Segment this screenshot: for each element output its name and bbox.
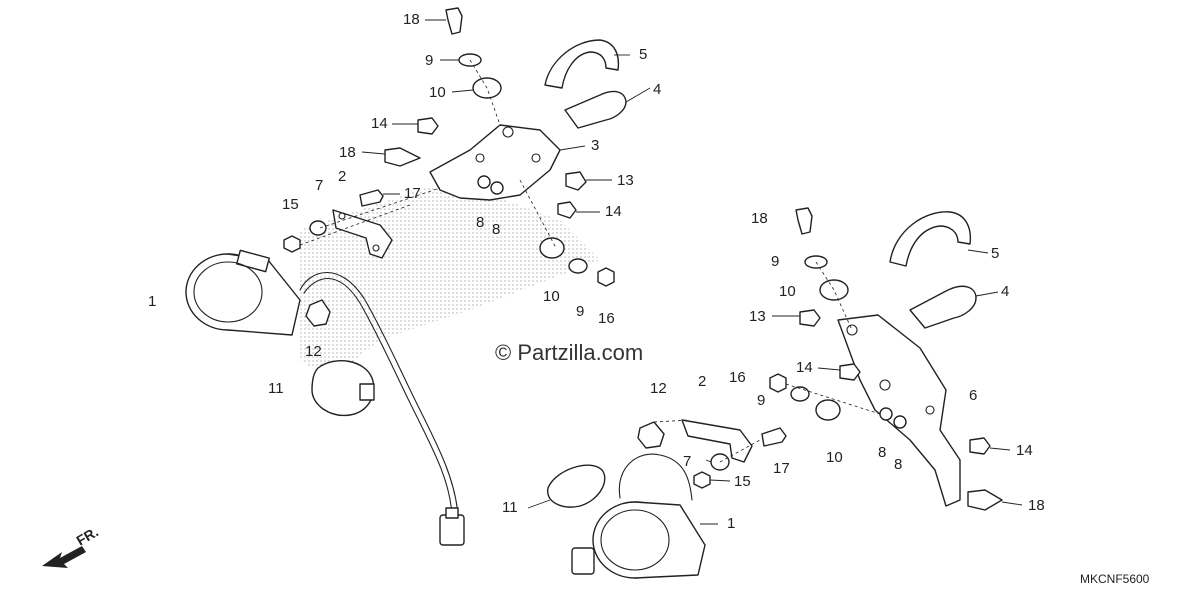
bolt-13-left (565, 171, 587, 191)
bolt-14-lower-right (969, 437, 991, 455)
callout-3: 3 (591, 137, 599, 154)
collar-7-left (309, 220, 327, 236)
band-11-left (311, 360, 375, 417)
callout-6: 6 (969, 387, 977, 404)
callout-14: 14 (371, 115, 388, 132)
callout-13: 13 (617, 172, 634, 189)
washer-8a-right (879, 407, 893, 421)
callout-13: 13 (749, 308, 766, 325)
direction-label: FR. (74, 523, 102, 548)
bolt-17-left (359, 189, 384, 207)
callout-18: 18 (1028, 497, 1045, 514)
band-11-right (547, 464, 606, 508)
callout-4: 4 (1001, 283, 1009, 300)
callout-8: 8 (476, 214, 484, 231)
callout-7: 7 (683, 453, 691, 470)
bolt-14-mid-right (839, 363, 861, 381)
callout-1: 1 (148, 293, 156, 310)
callout-1: 1 (727, 515, 735, 532)
stay-6-right (837, 314, 961, 507)
callout-9: 9 (771, 253, 779, 270)
clamp-4-left (564, 90, 627, 129)
callout-18: 18 (339, 144, 356, 161)
wire-harness-left (299, 272, 465, 546)
washer-9-lower-right (790, 386, 810, 402)
callout-2: 2 (338, 168, 346, 185)
callout-14: 14 (1016, 442, 1033, 459)
callout-16: 16 (598, 310, 615, 327)
bolt-18-top-left (445, 7, 463, 35)
callout-12: 12 (650, 380, 667, 397)
callout-5: 5 (639, 46, 647, 63)
fog-lamp-left (185, 249, 301, 336)
wire-loop-right (618, 453, 693, 501)
bracket-2-right (681, 419, 753, 463)
callout-17: 17 (773, 460, 790, 477)
callout-8: 8 (894, 456, 902, 473)
nut-15-right (693, 471, 711, 489)
callout-12: 12 (305, 343, 322, 360)
nut-15-left (283, 235, 301, 253)
callout-18: 18 (751, 210, 768, 227)
callout-8: 8 (878, 444, 886, 461)
rubber-10-lower-left (539, 237, 565, 259)
bolt-13-right (799, 309, 821, 327)
bolt-18-mid-left (384, 147, 421, 167)
bolt-14-lower-left (557, 201, 577, 219)
callout-7: 7 (315, 177, 323, 194)
callout-11: 11 (268, 380, 284, 397)
washer-8b-right (893, 415, 907, 429)
clamp-4-right (909, 285, 977, 329)
rubber-10-lower-right (815, 399, 841, 421)
clip-12-left (305, 299, 331, 327)
nut-16-right (769, 373, 787, 393)
callout-14: 14 (605, 203, 622, 220)
callout-10: 10 (543, 288, 560, 305)
callout-4: 4 (653, 81, 661, 98)
callout-9: 9 (425, 52, 433, 69)
rubber-10-top-right (819, 279, 849, 301)
clip-12-right (637, 421, 665, 449)
clamp-5-right (889, 211, 972, 267)
callout-18: 18 (403, 11, 420, 28)
diagram-code: MKCNF5600 (1080, 572, 1150, 586)
callout-10: 10 (429, 84, 446, 101)
callout-17: 17 (404, 185, 421, 202)
bolt-14-left (417, 117, 439, 135)
fog-lamp-right (571, 501, 706, 579)
callout-9: 9 (757, 392, 765, 409)
bolt-18-lower-right (967, 489, 1003, 511)
stay-3-left (429, 124, 561, 201)
callout-10: 10 (779, 283, 796, 300)
callout-5: 5 (991, 245, 999, 262)
leader-lines (361, 19, 1023, 525)
callout-8: 8 (492, 221, 500, 238)
callout-15: 15 (734, 473, 751, 490)
washer-8b-left (490, 181, 504, 195)
callout-9: 9 (576, 303, 584, 320)
band-11-left-tab (359, 383, 375, 401)
clamp-5-left (544, 39, 620, 89)
callout-labels: 18 9 10 14 18 7 2 17 15 1 12 11 5 4 3 13… (148, 11, 1045, 532)
callout-11: 11 (502, 499, 518, 516)
front-direction-arrow: FR. (42, 523, 101, 568)
nut-16-left (597, 267, 615, 287)
arrow-icon (42, 546, 86, 568)
callout-15: 15 (282, 196, 299, 213)
bolt-18-top-right (795, 207, 813, 235)
watermark-text: © Partzilla.com (495, 340, 643, 365)
washer-8a-left (477, 175, 491, 189)
callout-16: 16 (729, 369, 746, 386)
callout-10: 10 (826, 449, 843, 466)
bolt-17-right (761, 427, 787, 447)
callout-14: 14 (796, 359, 813, 376)
washer-9-lower-left (568, 258, 588, 274)
callout-2: 2 (698, 373, 706, 390)
